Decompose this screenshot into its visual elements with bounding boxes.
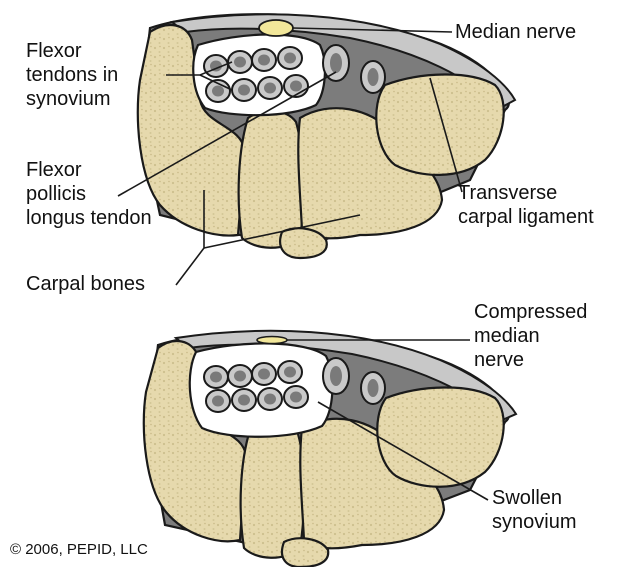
carpal-bone-5 <box>376 74 503 174</box>
label-line: Transverse <box>458 181 594 205</box>
label-line: tendons in <box>26 63 118 87</box>
label-median-nerve: Median nerve <box>455 20 576 44</box>
label-flexor-tendons: Flexor tendons in synovium <box>26 39 118 111</box>
label-transverse-ligament: Transverse carpal ligament <box>458 181 594 229</box>
label-compressed-median-nerve: Compressed median nerve <box>474 300 587 372</box>
label-line: Compressed <box>474 300 587 324</box>
flexor-tendon <box>278 47 302 69</box>
compressed-median-nerve <box>257 337 287 344</box>
normal-wrist-section <box>118 14 515 285</box>
flexor-tendon <box>228 365 252 387</box>
flexor-tendon <box>258 77 282 99</box>
flexor-tendon <box>204 55 228 77</box>
carpal-bone-2 <box>239 111 304 248</box>
carpal-bone-4-bottom <box>282 538 328 567</box>
label-line: Flexor <box>26 39 118 63</box>
label-line: Swollen <box>492 486 576 510</box>
label-flexor-pollicis: Flexor pollicis longus tendon <box>26 158 152 230</box>
compressed-wrist-section <box>144 331 516 567</box>
flexor-tendon <box>252 49 276 71</box>
synovium-bottom <box>190 343 333 436</box>
label-line: nerve <box>474 348 587 372</box>
flexor-pollicis-tendon-bottom <box>323 358 349 394</box>
label-line: carpal ligament <box>458 205 594 229</box>
flexor-tendon <box>278 361 302 383</box>
label-line: Flexor <box>26 158 152 182</box>
flexor-tendon <box>258 388 282 410</box>
label-line: median <box>474 324 587 348</box>
label-line: synovium <box>26 87 118 111</box>
label-carpal-bones: Carpal bones <box>26 272 145 296</box>
carpal-bone-4 <box>280 228 327 258</box>
copyright-text: © 2006, PEPID, LLC <box>10 541 148 559</box>
flexor-tendon <box>284 386 308 408</box>
flexor-tendon <box>204 366 228 388</box>
label-swollen-synovium: Swollen synovium <box>492 486 576 534</box>
flexor-tendon <box>284 75 308 97</box>
flexor-tendon <box>252 363 276 385</box>
side-tendon <box>361 61 385 93</box>
side-tendon-bottom <box>361 372 385 404</box>
flexor-pollicis-tendon <box>323 45 349 81</box>
flexor-tendon <box>232 389 256 411</box>
label-line: pollicis <box>26 182 152 206</box>
flexor-tendon <box>206 390 230 412</box>
median-nerve <box>259 20 293 36</box>
label-line: synovium <box>492 510 576 534</box>
label-line: longus tendon <box>26 206 152 230</box>
flexor-tendon <box>232 79 256 101</box>
